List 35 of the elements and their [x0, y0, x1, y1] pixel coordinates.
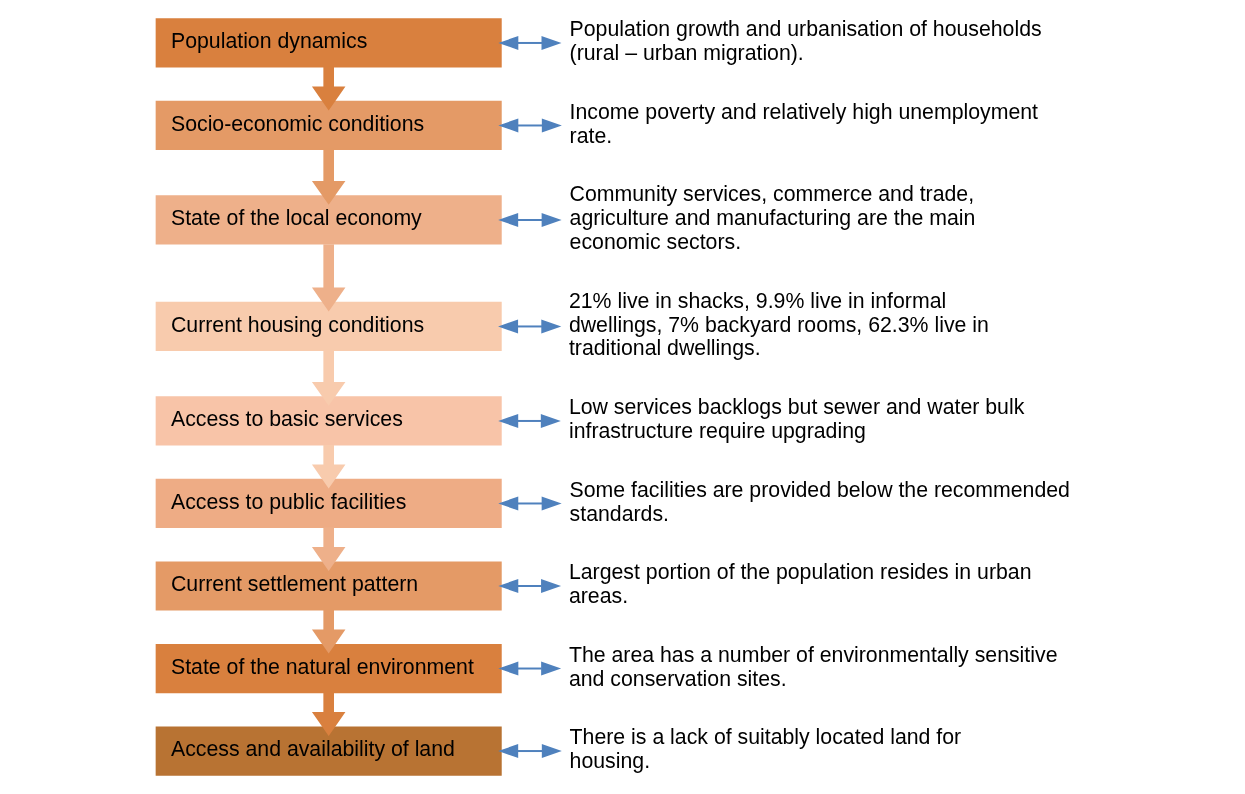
- arrow: [311, 66, 346, 111]
- arrow: [311, 444, 346, 489]
- node-text: There is a lack of suitably located land for housing.: [569, 725, 962, 774]
- arrow: [311, 350, 346, 406]
- arrow: [498, 661, 562, 676]
- node-box: Current settlement pattern: [155, 561, 502, 611]
- arrow: [311, 610, 346, 654]
- node-box: Socio-economic conditions: [155, 100, 502, 151]
- node-text: Population growth and urbanisation of households (rural – urban migration).: [569, 17, 1042, 65]
- arrow: [498, 118, 562, 133]
- node-box: Population dynamics: [155, 18, 502, 68]
- arrow: [311, 244, 346, 312]
- node-box: Access to public facilities: [155, 478, 502, 529]
- arrow: [498, 413, 561, 428]
- node-text: Largest portion of the population resides in urban areas.: [568, 560, 1032, 609]
- arrow: [311, 692, 346, 736]
- arrow: [311, 527, 346, 571]
- node-text: Low services backlogs but sewer and water bulk infrastructure require upgrading: [568, 395, 1025, 443]
- node-box: Access and availability of land: [155, 726, 502, 776]
- arrow: [498, 213, 562, 227]
- arrow: [498, 319, 562, 334]
- node-text: 21% live in shacks, 9.9% live in informal dwellings, 7% backyard rooms, 62.3% live in traditional dwellings.: [568, 288, 989, 361]
- node-box: Current housing conditions: [155, 301, 502, 352]
- node-text: Community services, commerce and trade, agriculture and manufacturing are the main economic sectors.: [569, 182, 976, 254]
- node-box: State of the natural environment: [155, 643, 502, 694]
- arrow: [498, 744, 562, 759]
- node-box: Access to basic services: [155, 396, 502, 446]
- arrow: [498, 35, 562, 50]
- arrow: [311, 149, 346, 205]
- node-text: The area has a number of environmentally sensitive and conservation sites.: [568, 642, 1058, 691]
- arrow: [498, 496, 562, 511]
- node-text: Income poverty and relatively high unemployment rate.: [569, 99, 1039, 148]
- node-text: Some facilities are provided below the recommended standards.: [569, 477, 1070, 526]
- arrow: [498, 579, 562, 593]
- node-box: State of the local economy: [155, 195, 502, 245]
